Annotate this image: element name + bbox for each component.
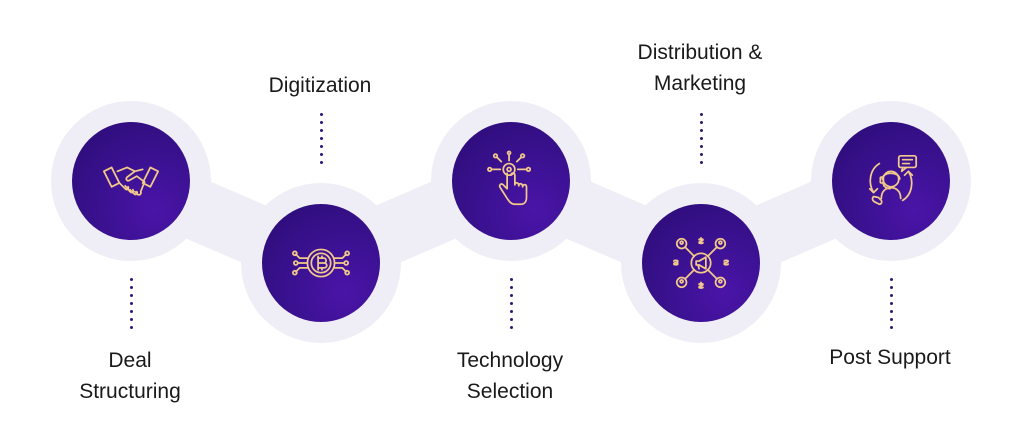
step-label-digitization: Digitization [230,70,410,101]
label-line: Post Support [829,346,951,369]
connector-dots [700,113,703,169]
label-line: Selection [466,380,554,403]
step-label-distribution-marketing: Distribution & Marketing [600,37,800,99]
step-digitization-circle [262,204,380,322]
handshake-icon [103,166,159,196]
label-line: Digitization [268,74,372,97]
step-deal-structuring-circle [72,122,190,240]
step-distribution-marketing-circle [642,204,760,322]
step-post-support-circle [832,122,950,240]
label-line: Structuring [79,380,181,403]
step-label-deal-structuring: Deal Structuring [40,345,220,407]
label-line: Distribution & [637,41,763,64]
connector-dots [320,113,323,169]
megaphone-network-icon [673,236,729,290]
step-label-technology-selection: Technology Selection [410,345,610,407]
bitcoin-network-icon [292,248,350,278]
touch-tech-icon [487,150,532,206]
label-line: Marketing [653,72,747,95]
step-label-post-support: Post Support [790,342,990,373]
label-line: Deal [108,349,152,372]
support-agent-icon [868,154,918,206]
connector-dots [510,278,513,334]
connector-dots [130,278,133,334]
step-technology-selection-circle [452,122,570,240]
label-line: Technology [456,349,564,372]
connector-dots [890,278,893,334]
